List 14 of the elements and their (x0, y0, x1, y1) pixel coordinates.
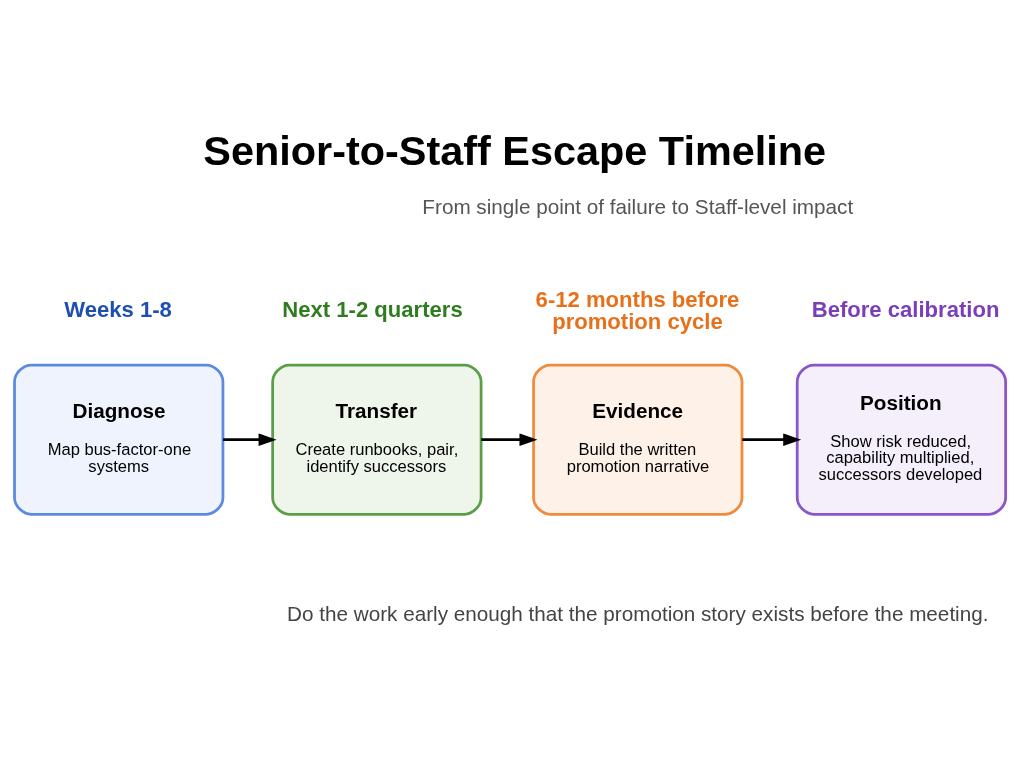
node-box: Evidence Build the written promotion narrative (531, 363, 743, 516)
node-label: Before calibration (811, 296, 999, 322)
node-box: Position Show risk reduced, capability multiplied, successors developed (795, 363, 1007, 516)
arrow (480, 432, 537, 446)
node-label: 6-12 months before promotion cycle (535, 286, 739, 334)
caption: Do the work early enough that the promotion story exists before the meeting. (286, 601, 989, 625)
label: From single point of failure to Staff-level impact (421, 194, 853, 218)
node-label: Next 1-2 quarters (281, 296, 463, 322)
arrow (741, 432, 801, 446)
node-label: Weeks 1-8 (63, 296, 172, 322)
arrow (222, 432, 277, 446)
node-box: Transfer Create runbooks, pair, identify successors (270, 363, 482, 516)
node-box: Diagnose Map bus-factor-one systems (12, 363, 224, 516)
diagram-title: Senior-to-Staff Escape Timeline (202, 127, 826, 174)
